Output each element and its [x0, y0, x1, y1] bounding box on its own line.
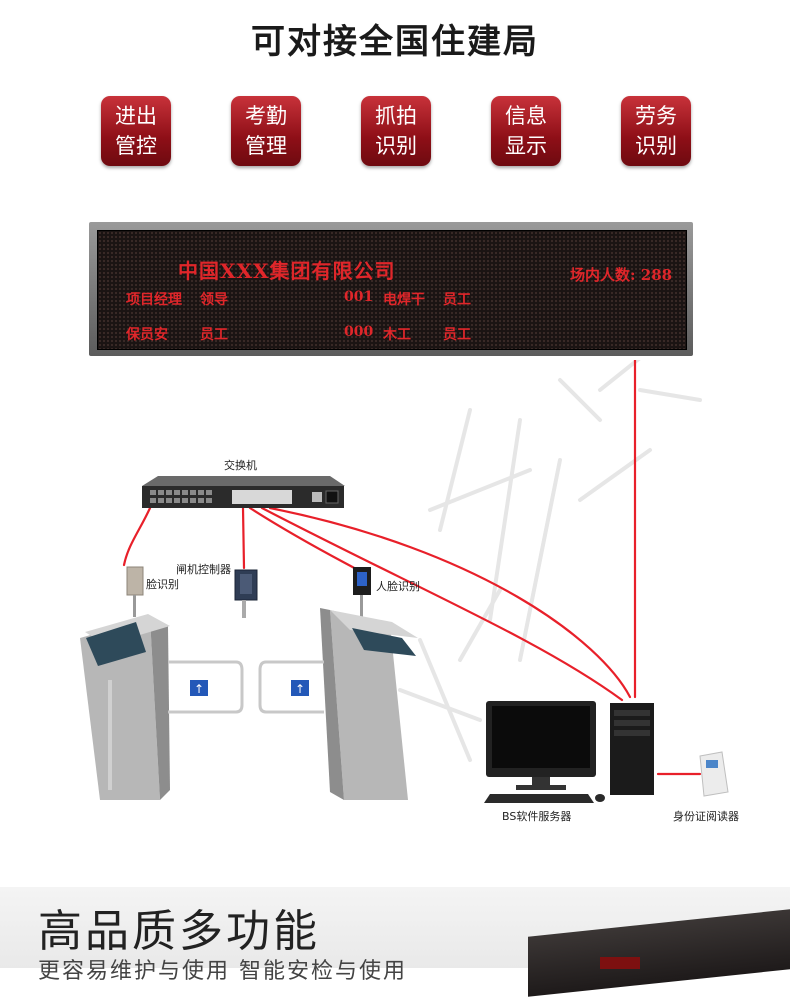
led-row2-type: 员工 [200, 327, 228, 343]
network-switch [142, 476, 345, 508]
turnstile-left [80, 614, 170, 800]
feature-label: 考勤 [245, 104, 287, 128]
label-face-right: 人脸识别 [376, 580, 420, 593]
led-row2-id: 000 [344, 324, 374, 340]
product-image [528, 909, 790, 997]
label-server: BS软件服务器 [502, 810, 572, 823]
mouse [595, 794, 605, 802]
led-row2-work: 木工 [383, 327, 411, 343]
network-cables [122, 360, 702, 776]
keyboard [484, 794, 594, 803]
led-row1-role: 项目经理 [126, 292, 182, 308]
gate-controller [234, 569, 258, 618]
id-card-reader [699, 751, 729, 797]
bottom-subheading: 更容易维护与使用 智能安检与使用 [38, 959, 407, 984]
feature-info-display: 信息 显示 [491, 96, 561, 166]
feature-label: 管理 [245, 134, 287, 158]
led-display: 中国XXX集团有限公司 场内人数: 288 项目经理 领导 001 电焊干 员工… [89, 222, 693, 356]
swing-gate [168, 660, 324, 714]
led-row1-work: 电焊干 [383, 292, 425, 308]
monitor [486, 701, 596, 790]
turnstile-right [320, 608, 418, 800]
feature-label: 显示 [505, 134, 547, 158]
label-face-left: 脸识别 [146, 578, 179, 591]
led-company: 中国XXX集团有限公司 [178, 259, 396, 283]
label-switch: 交换机 [224, 459, 257, 472]
feature-labor-id: 劳务 识别 [621, 96, 691, 166]
feature-label: 识别 [635, 134, 677, 158]
feature-label: 抓拍 [375, 104, 417, 128]
cable-server [268, 506, 632, 699]
feature-access-control: 进出 管控 [101, 96, 171, 166]
cable-server-2 [260, 506, 624, 702]
label-id-reader: 身份证阅读器 [673, 810, 739, 823]
cable-face-left [122, 506, 152, 567]
server-tower [610, 703, 654, 795]
product-detail [600, 957, 640, 969]
feature-label: 劳务 [635, 104, 677, 128]
feature-label: 信息 [505, 104, 547, 128]
feature-label: 识别 [375, 134, 417, 158]
network-diagram: ↑ ↑ [80, 360, 729, 803]
arrow-up-icon: ↑ [194, 682, 204, 696]
face-terminal-right [353, 567, 371, 617]
feature-label: 进出 [115, 104, 157, 128]
arrow-up-icon: ↑ [295, 682, 305, 696]
arrow-sign-left [190, 680, 208, 696]
label-gate-controller: 闸机控制器 [176, 563, 231, 576]
cable-controller [241, 506, 246, 570]
led-row2-role: 保员安 [126, 327, 168, 343]
bottom-heading: 高品质多功能 [38, 906, 320, 957]
led-row1-id: 001 [344, 289, 374, 305]
feature-label: 管控 [115, 134, 157, 158]
led-row1-cat: 员工 [443, 292, 471, 308]
led-row1-type: 领导 [200, 292, 228, 308]
feature-attendance: 考勤 管理 [231, 96, 301, 166]
feature-capture: 抓拍 识别 [361, 96, 431, 166]
watermark [398, 360, 702, 762]
bottom-banner: 高品质多功能 更容易维护与使用 智能安检与使用 [0, 887, 790, 997]
arrow-sign-right [291, 680, 309, 696]
led-count: 场内人数: 288 [570, 266, 673, 284]
face-terminal-left [126, 566, 144, 617]
led-row2-cat: 员工 [443, 327, 471, 343]
cable-face-right [248, 506, 360, 572]
page-title: 可对接全国住建局 [251, 22, 539, 62]
led-screen: 中国XXX集团有限公司 场内人数: 288 项目经理 领导 001 电焊干 员工… [97, 230, 687, 350]
